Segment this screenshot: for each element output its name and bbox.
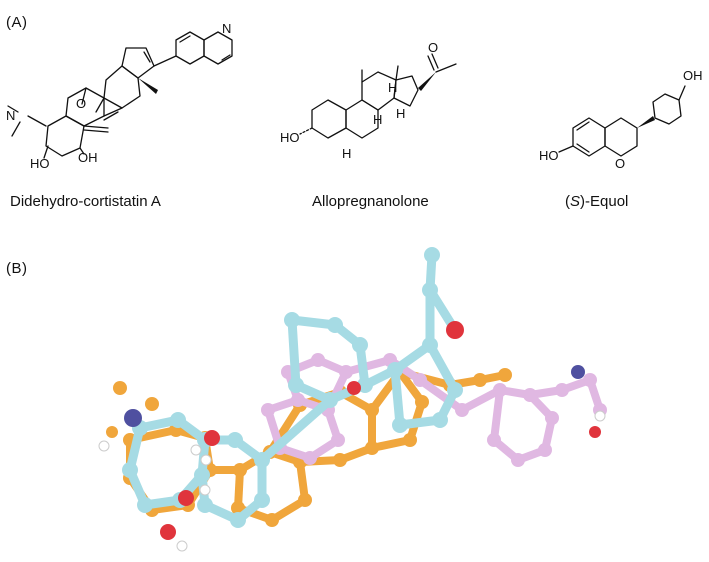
oh-label: OH bbox=[683, 68, 703, 83]
cyan-molecule-atom bbox=[288, 377, 304, 393]
cyan-molecule-atom bbox=[137, 497, 153, 513]
cyan-molecule-atom bbox=[322, 392, 338, 408]
pink-molecule-atom bbox=[339, 365, 353, 379]
allopregnanolone-structure: O HO H H H H bbox=[280, 40, 457, 161]
cyan-molecule-atom bbox=[197, 497, 213, 513]
hydrogen-atom bbox=[199, 484, 211, 496]
nitrogen-atom bbox=[124, 409, 142, 427]
cyan-molecule-bond bbox=[390, 365, 405, 430]
panel-b-label: (B) bbox=[6, 260, 28, 277]
orange-molecule-atom bbox=[298, 493, 312, 507]
orange-molecule-atom bbox=[233, 463, 247, 477]
pink-molecule-atom bbox=[511, 453, 525, 467]
cyan-molecule-atom bbox=[392, 417, 408, 433]
cyan-molecule-atom bbox=[254, 492, 270, 508]
nitrogen-atom bbox=[571, 365, 585, 379]
cyan-molecule-atom bbox=[387, 362, 403, 378]
n-amine-label: N bbox=[6, 108, 15, 123]
cyan-molecule-bond bbox=[287, 315, 301, 390]
pink-molecule-atom bbox=[523, 388, 537, 402]
pink-molecule-bond bbox=[342, 356, 394, 376]
pink-molecule-atom bbox=[555, 383, 569, 397]
panel-a-label: (A) bbox=[6, 14, 28, 31]
cyan-molecule-atom bbox=[227, 432, 243, 448]
cyan-molecule-bond bbox=[425, 340, 460, 395]
cyan-molecule-atom bbox=[447, 382, 463, 398]
methyl-atom bbox=[106, 426, 118, 438]
orange-molecule-atom bbox=[333, 453, 347, 467]
ho-left-label: HO bbox=[30, 156, 50, 171]
pink-molecule-atom bbox=[493, 383, 507, 397]
s-equol-italic: S bbox=[570, 193, 581, 210]
cyan-molecule-atom bbox=[284, 312, 300, 328]
hydrogen-atom bbox=[98, 440, 110, 452]
caption-s-equol: (S)-Equol bbox=[565, 193, 628, 210]
cyan-molecule-atom bbox=[357, 377, 373, 393]
cyan-molecule-atom bbox=[254, 452, 270, 468]
orange-molecule-atom bbox=[265, 513, 279, 527]
pink-molecule-atom bbox=[538, 443, 552, 457]
hydrogen-atom bbox=[190, 444, 202, 456]
cyan-molecule-atom bbox=[230, 512, 246, 528]
pink-molecule-atom bbox=[583, 373, 597, 387]
hydrogen-atom bbox=[176, 540, 188, 552]
pink-molecule-atom bbox=[545, 411, 559, 425]
orange-molecule-atom bbox=[365, 403, 379, 417]
h-label-1: H bbox=[388, 80, 397, 95]
didehydro-cortistatin-a-structure: N N O HO OH bbox=[6, 21, 233, 171]
orange-molecule-atom bbox=[473, 373, 487, 387]
oxygen-atom bbox=[589, 426, 601, 438]
pink-molecule-atom bbox=[303, 451, 317, 465]
ho-label-equol: HO bbox=[539, 148, 559, 163]
orange-molecule-atom bbox=[498, 368, 512, 382]
s-equol-prefix: ( bbox=[565, 193, 570, 210]
h-label-3: H bbox=[396, 106, 405, 121]
pink-molecule-bond bbox=[458, 386, 504, 414]
cyan-molecule-atom bbox=[194, 467, 210, 483]
caption-allopregnanolone: Allopregnanolone bbox=[312, 193, 429, 210]
h-label-2: H bbox=[373, 112, 382, 127]
hydrogen-atom bbox=[594, 410, 606, 422]
cyan-molecule-atom bbox=[422, 282, 438, 298]
hydrogen-atom bbox=[200, 454, 212, 466]
h-label-4: H bbox=[342, 146, 351, 161]
pink-molecule-atom bbox=[487, 433, 501, 447]
orange-molecule-atom bbox=[365, 441, 379, 455]
oxygen-atom bbox=[160, 524, 176, 540]
oxygen-atom bbox=[446, 321, 464, 339]
cyan-molecule-atom bbox=[424, 247, 440, 263]
methyl-atom bbox=[113, 381, 127, 395]
caption-didehydro-cortistatin-a: Didehydro-cortistatin A bbox=[10, 193, 161, 210]
o-bridge-label: O bbox=[76, 96, 86, 111]
pink-molecule-atom bbox=[331, 433, 345, 447]
cyan-molecule-atom bbox=[352, 337, 368, 353]
cyan-molecule-atom bbox=[122, 462, 138, 478]
ho-label: HO bbox=[280, 130, 300, 145]
pink-molecule-atom bbox=[291, 393, 305, 407]
cyan-molecule-atom bbox=[432, 412, 448, 428]
s-equol-structure: OH HO O bbox=[539, 68, 703, 171]
pink-molecule-atom bbox=[455, 403, 469, 417]
orange-molecule-atom bbox=[415, 395, 429, 409]
pink-molecule-bond bbox=[416, 376, 466, 414]
o-ketone-label: O bbox=[428, 40, 438, 55]
o-ring-label: O bbox=[615, 156, 625, 171]
pink-molecule-bond bbox=[490, 386, 504, 444]
pink-molecule-atom bbox=[311, 353, 325, 367]
pink-molecule-atom bbox=[413, 373, 427, 387]
oxygen-atom bbox=[347, 381, 361, 395]
cyan-molecule-atom bbox=[422, 337, 438, 353]
s-equol-suffix: )-Equol bbox=[580, 193, 629, 210]
pink-molecule-atom bbox=[261, 403, 275, 417]
cyan-molecule-atom bbox=[327, 317, 343, 333]
oxygen-atom bbox=[204, 430, 220, 446]
oxygen-atom bbox=[178, 490, 194, 506]
cyan-molecule-bond bbox=[257, 395, 335, 465]
oh-right-label: OH bbox=[78, 150, 98, 165]
orange-molecule-atom bbox=[403, 433, 417, 447]
methyl-atom bbox=[145, 397, 159, 411]
cyan-molecule-atom bbox=[170, 412, 186, 428]
n-isoquinoline-label: N bbox=[222, 21, 231, 36]
